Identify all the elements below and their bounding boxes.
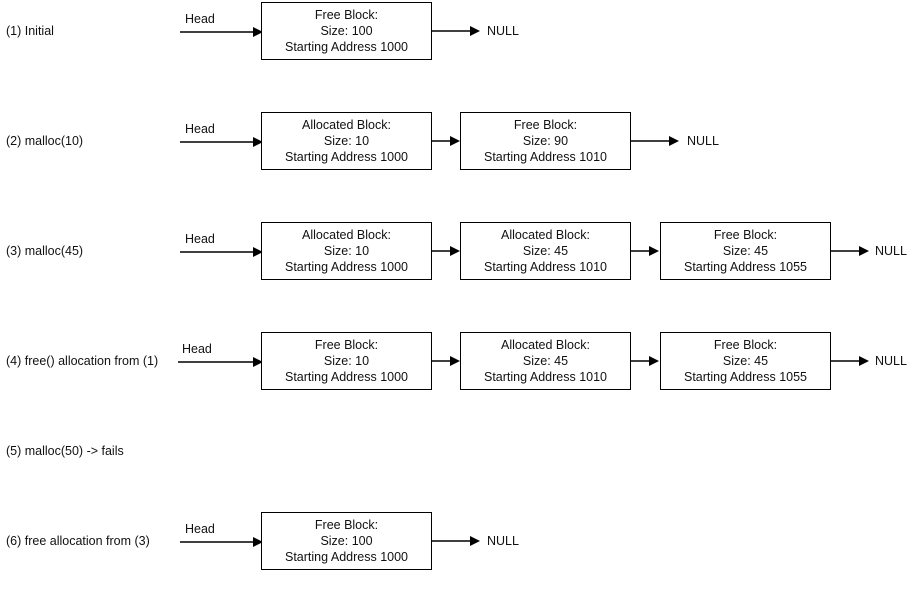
null-label-1: NULL	[487, 24, 519, 38]
memory-block: Free Block: Size: 100 Starting Address 1…	[261, 2, 432, 60]
memory-block: Free Block: Size: 45 Starting Address 10…	[660, 222, 831, 280]
head-arrow-2	[180, 137, 263, 147]
head-arrow-4	[178, 357, 263, 367]
memory-block: Allocated Block: Size: 45 Starting Addre…	[460, 332, 631, 390]
diagram-row-4: (4) free() allocation from (1) Head Free…	[0, 330, 921, 420]
block-address: Starting Address 1000	[285, 150, 408, 164]
null-label-6: NULL	[487, 534, 519, 548]
step-label-6: (6) free allocation from (3)	[6, 534, 150, 548]
block-size: Size: 10	[323, 354, 370, 368]
block-address: Starting Address 1000	[285, 550, 408, 564]
block-kind: Free Block:	[713, 338, 778, 352]
memory-block: Free Block: Size: 100 Starting Address 1…	[261, 512, 432, 570]
head-label-2: Head	[185, 122, 215, 136]
block-size: Size: 100	[320, 534, 373, 548]
diagram-row-6: (6) free allocation from (3) Head Free B…	[0, 510, 921, 600]
null-label-2: NULL	[687, 134, 719, 148]
null-arrow-3	[831, 246, 869, 256]
block-address: Starting Address 1055	[684, 370, 807, 384]
step-label-5: (5) malloc(50) -> fails	[6, 444, 124, 458]
null-arrow-4	[831, 356, 869, 366]
head-label-1: Head	[185, 12, 215, 26]
block-size: Size: 45	[722, 354, 769, 368]
head-label-6: Head	[185, 522, 215, 536]
block-size: Size: 100	[320, 24, 373, 38]
null-label-3: NULL	[875, 244, 907, 258]
block-size: Size: 45	[522, 354, 569, 368]
diagram-canvas: (1) Initial Head Free Block: Size: 100 S…	[0, 0, 921, 570]
block-link-arrow	[631, 246, 659, 256]
block-address: Starting Address 1000	[285, 370, 408, 384]
block-size: Size: 10	[323, 244, 370, 258]
memory-block: Allocated Block: Size: 45 Starting Addre…	[460, 222, 631, 280]
null-label-4: NULL	[875, 354, 907, 368]
null-arrow-1	[432, 26, 480, 36]
step-label-1: (1) Initial	[6, 24, 54, 38]
block-address: Starting Address 1010	[484, 370, 607, 384]
block-address: Starting Address 1000	[285, 40, 408, 54]
block-size: Size: 45	[722, 244, 769, 258]
step-label-4: (4) free() allocation from (1)	[6, 354, 159, 368]
head-label-3: Head	[185, 232, 215, 246]
block-address: Starting Address 1010	[484, 260, 607, 274]
null-arrow-6	[432, 536, 480, 546]
diagram-row-2: (2) malloc(10) Head Allocated Block: Siz…	[0, 110, 921, 200]
diagram-row-1: (1) Initial Head Free Block: Size: 100 S…	[0, 0, 921, 90]
head-arrow-1	[180, 27, 263, 37]
diagram-row-3: (3) malloc(45) Head Allocated Block: Siz…	[0, 220, 921, 310]
block-link-arrow	[631, 356, 659, 366]
memory-block: Allocated Block: Size: 10 Starting Addre…	[261, 112, 432, 170]
block-kind: Free Block:	[314, 338, 379, 352]
memory-block: Allocated Block: Size: 10 Starting Addre…	[261, 222, 432, 280]
block-kind: Allocated Block:	[501, 228, 590, 242]
block-address: Starting Address 1000	[285, 260, 408, 274]
head-arrow-3	[180, 247, 263, 257]
block-size: Size: 10	[323, 134, 370, 148]
step-label-3: (3) malloc(45)	[6, 244, 84, 258]
memory-block: Free Block: Size: 45 Starting Address 10…	[660, 332, 831, 390]
head-arrow-6	[180, 537, 263, 547]
block-kind: Free Block:	[314, 8, 379, 22]
block-link-arrow	[432, 136, 460, 146]
memory-block: Free Block: Size: 10 Starting Address 10…	[261, 332, 432, 390]
block-link-arrow	[432, 356, 460, 366]
block-address: Starting Address 1055	[684, 260, 807, 274]
block-size: Size: 90	[522, 134, 569, 148]
block-size: Size: 45	[522, 244, 569, 258]
block-kind: Allocated Block:	[302, 228, 391, 242]
memory-block: Free Block: Size: 90 Starting Address 10…	[460, 112, 631, 170]
block-kind: Free Block:	[314, 518, 379, 532]
block-link-arrow	[432, 246, 460, 256]
block-kind: Free Block:	[713, 228, 778, 242]
block-kind: Allocated Block:	[501, 338, 590, 352]
block-kind: Free Block:	[513, 118, 578, 132]
block-kind: Allocated Block:	[302, 118, 391, 132]
diagram-row-5: (5) malloc(50) -> fails	[0, 440, 921, 530]
null-arrow-2	[631, 136, 679, 146]
block-address: Starting Address 1010	[484, 150, 607, 164]
head-label-4: Head	[182, 342, 212, 356]
step-label-2: (2) malloc(10)	[6, 134, 84, 148]
